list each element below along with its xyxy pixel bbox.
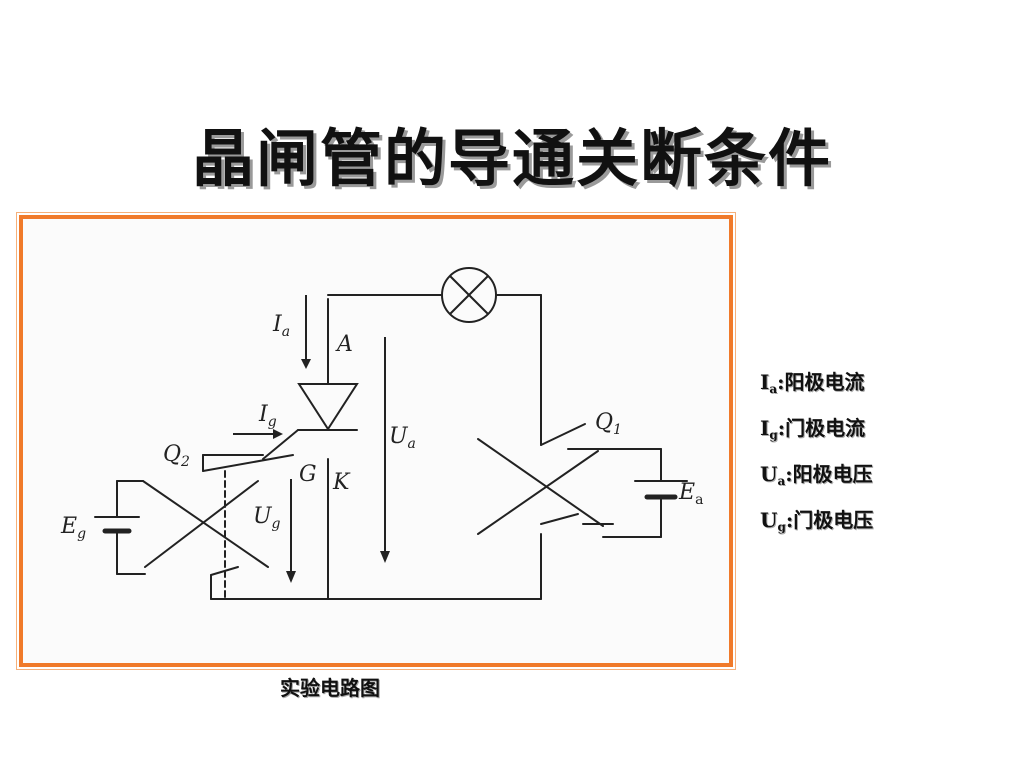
q2-cross-a: [142, 480, 269, 568]
ug-label: Ug: [253, 504, 281, 532]
cathode-label: K: [332, 470, 351, 495]
q2-blade: [202, 454, 294, 472]
lamp-icon: [441, 267, 497, 323]
gate-lead: [262, 429, 299, 460]
circuit-diagram: Ia A Ig Ua G K Q2 Q1 Ug Eg Ea: [60, 267, 703, 600]
circuit-diagram-frame: Ia A Ig Ua G K Q2 Q1 Ug Eg Ea: [16, 212, 736, 670]
q1-label: Q1: [595, 410, 622, 438]
legend-item-ug: Ug:门极电压: [760, 508, 874, 534]
slide-title: 晶闸管的导通关断条件: [191, 122, 832, 195]
gate-label: G: [299, 462, 317, 487]
thyristor-symbol: [297, 383, 359, 431]
legend: Ia:阳极电流 Ig:门极电流 Ua:阳极电压 Ug:门极电压: [760, 364, 1010, 548]
ea-label: Ea: [678, 480, 703, 508]
q1-cross-a: [477, 438, 604, 527]
circuit-wires: [94, 294, 688, 600]
legend-item-ia: Ia:阳极电流: [760, 370, 865, 396]
legend-item-ig: Ig:门极电流: [760, 416, 866, 442]
ua-label: Ua: [389, 424, 416, 452]
eg-label: Eg: [60, 514, 86, 542]
diagram-labels: Ia A Ig Ua G K Q2 Q1 Ug Eg Ea: [60, 312, 703, 542]
anode-label: A: [335, 332, 353, 357]
q1-blade: [540, 423, 586, 446]
diagram-caption: 实验电路图: [280, 676, 380, 700]
q1-cross-b: [477, 450, 599, 535]
ia-label: Ia: [272, 312, 290, 340]
q2-cross-b: [144, 480, 259, 568]
ig-label: Ig: [258, 402, 277, 430]
q2-label: Q2: [163, 442, 190, 470]
current-voltage-arrows: [233, 295, 390, 583]
legend-item-ua: Ua:阳极电压: [760, 462, 873, 488]
